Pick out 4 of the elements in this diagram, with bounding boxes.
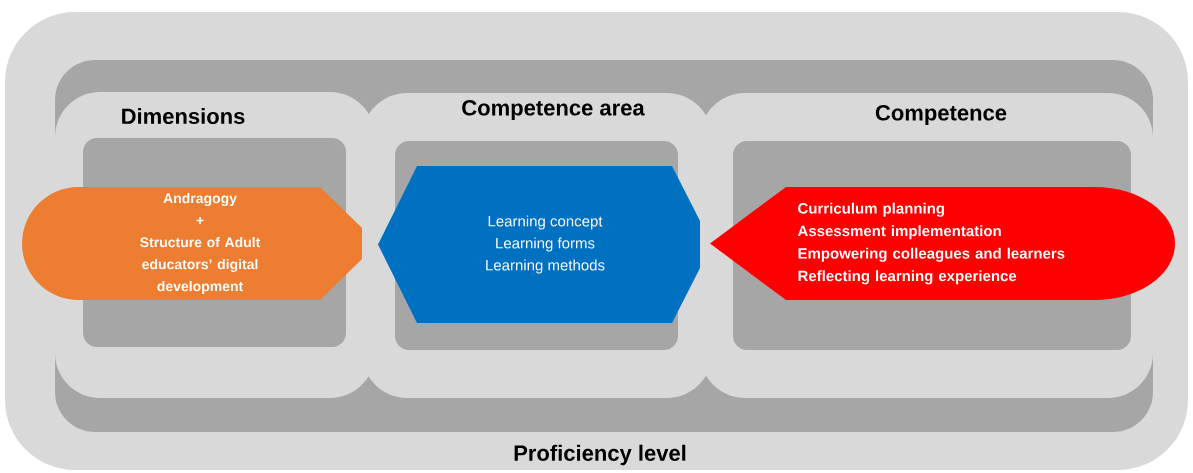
hexagon: Learning concept Learning forms Learning methods <box>378 166 712 323</box>
node-label: Dimensions <box>122 107 245 125</box>
node-label: Competence area <box>462 100 645 120</box>
node-label: Competence <box>875 105 1007 125</box>
